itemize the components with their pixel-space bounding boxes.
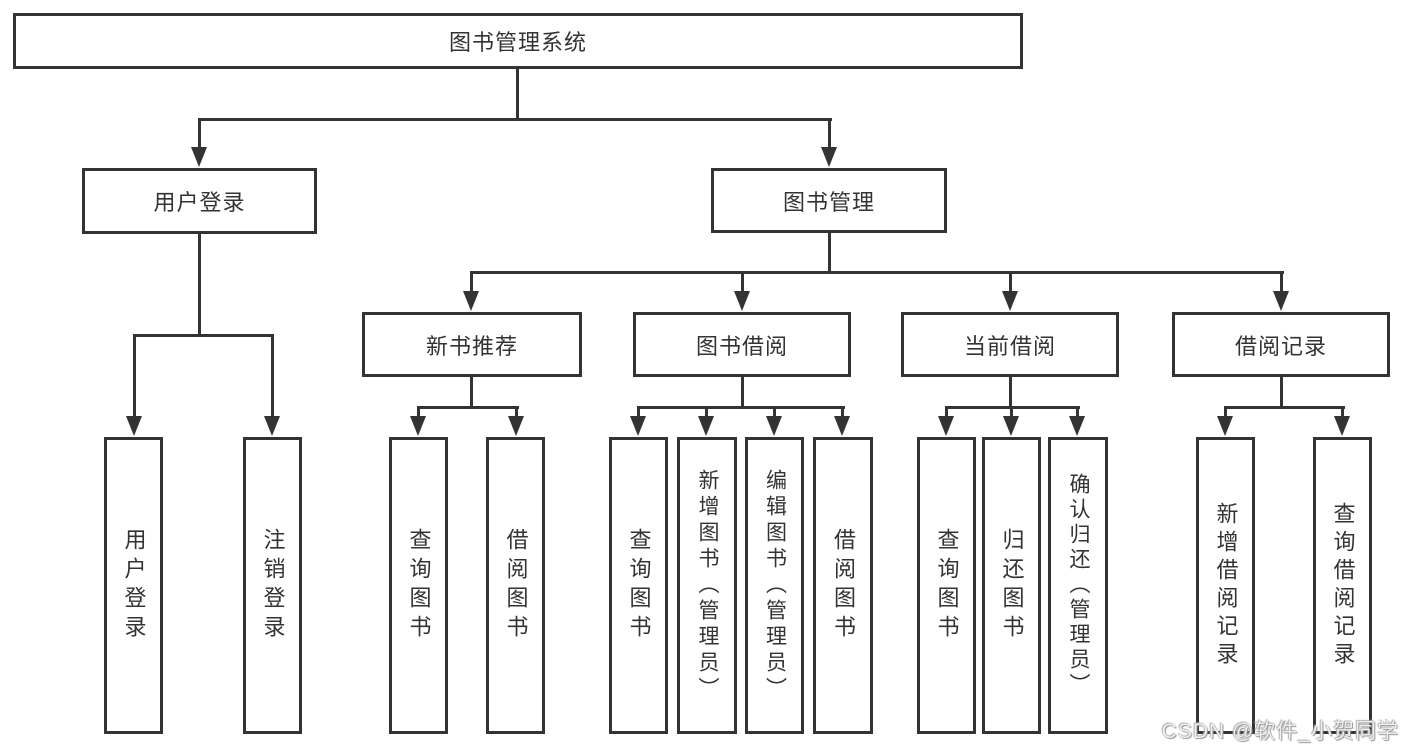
connector-arrowhead-icon — [734, 291, 750, 311]
connector-line — [133, 334, 136, 420]
leaf-user-login: 用户登录 — [104, 437, 163, 734]
connector-arrowhead-icon — [766, 416, 782, 436]
connector-line — [1076, 406, 1079, 420]
connector-line — [198, 118, 201, 151]
connector-arrowhead-icon — [508, 416, 524, 436]
connector-line — [271, 334, 274, 420]
leaf-recommend-borrow-book-label: 借阅图书 — [503, 527, 529, 644]
connector-line — [1224, 406, 1345, 409]
connector-arrowhead-icon — [938, 416, 954, 436]
connector-line — [1280, 271, 1283, 295]
leaf-return-book-label: 归还图书 — [999, 527, 1025, 644]
leaf-current-query-book: 查询图书 — [917, 437, 976, 734]
connector-arrowhead-icon — [834, 416, 850, 436]
connector-line — [470, 375, 473, 409]
connector-line — [1224, 406, 1227, 420]
leaf-edit-book-admin: 编辑图书（管理员） — [745, 437, 804, 734]
leaf-borrow-book: 借阅图书 — [813, 437, 873, 734]
connector-arrowhead-icon — [1217, 416, 1233, 436]
connector-line — [515, 406, 518, 420]
node-book-borrow: 图书借阅 — [633, 312, 851, 377]
leaf-user-login-label: 用户登录 — [121, 527, 147, 644]
node-book-management-label: 图书管理 — [782, 189, 875, 215]
connector-line — [470, 271, 473, 295]
leaf-confirm-return-admin-label: 确认归还（管理员） — [1067, 473, 1090, 698]
connector-line — [133, 334, 274, 337]
connector-line — [828, 231, 831, 274]
node-borrow-record: 借阅记录 — [1172, 312, 1390, 377]
leaf-borrow-query-book: 查询图书 — [609, 437, 668, 734]
node-current-borrow-label: 当前借阅 — [963, 333, 1056, 359]
connector-arrowhead-icon — [1002, 291, 1018, 311]
connector-line — [417, 406, 519, 409]
node-root-label: 图书管理系统 — [448, 30, 587, 55]
connector-line — [1009, 271, 1012, 295]
leaf-query-borrow-record: 查询借阅记录 — [1313, 437, 1372, 734]
leaf-add-borrow-record: 新增借阅记录 — [1196, 437, 1255, 734]
leaf-recommend-query-book: 查询图书 — [389, 437, 448, 734]
connector-line — [1009, 375, 1012, 409]
node-book-borrow-label: 图书借阅 — [695, 333, 788, 359]
leaf-query-borrow-record-label: 查询借阅记录 — [1330, 501, 1356, 670]
node-borrow-record-label: 借阅记录 — [1234, 333, 1327, 359]
connector-line — [841, 406, 844, 420]
connector-arrowhead-icon — [191, 147, 207, 167]
connector-line — [637, 406, 640, 420]
connector-line — [637, 406, 845, 409]
leaf-logout-label: 注销登录 — [260, 527, 286, 644]
leaf-recommend-borrow-book: 借阅图书 — [486, 437, 545, 734]
node-book-management: 图书管理 — [711, 168, 947, 233]
connector-line — [741, 375, 744, 409]
node-new-book-recommend: 新书推荐 — [362, 312, 582, 377]
node-user-login: 用户登录 — [82, 168, 317, 234]
connector-arrowhead-icon — [126, 416, 142, 436]
connector-arrowhead-icon — [1069, 416, 1085, 436]
leaf-add-book-admin-label: 新增图书（管理员） — [696, 468, 719, 703]
connector-arrowhead-icon — [1273, 291, 1289, 311]
leaf-add-book-admin: 新增图书（管理员） — [677, 437, 737, 734]
connector-arrowhead-icon — [630, 416, 646, 436]
connector-arrowhead-icon — [698, 416, 714, 436]
connector-line — [198, 118, 832, 121]
connector-arrowhead-icon — [410, 416, 426, 436]
leaf-logout: 注销登录 — [243, 437, 302, 734]
leaf-borrow-book-label: 借阅图书 — [831, 527, 856, 644]
connector-line — [516, 66, 519, 121]
connector-arrowhead-icon — [1003, 416, 1019, 436]
connector-line — [741, 271, 744, 295]
leaf-recommend-query-book-label: 查询图书 — [406, 527, 432, 644]
node-user-login-label: 用户登录 — [153, 190, 246, 215]
leaf-confirm-return-admin: 确认归还（管理员） — [1048, 437, 1108, 734]
connector-arrowhead-icon — [821, 147, 837, 167]
leaf-return-book: 归还图书 — [982, 437, 1041, 734]
connector-line — [1280, 375, 1283, 409]
connector-arrowhead-icon — [264, 416, 280, 436]
connector-line — [945, 406, 948, 420]
leaf-borrow-query-book-label: 查询图书 — [626, 527, 652, 644]
connector-line — [417, 406, 420, 420]
node-current-borrow: 当前借阅 — [901, 312, 1119, 377]
leaf-add-borrow-record-label: 新增借阅记录 — [1213, 501, 1239, 670]
connector-line — [1341, 406, 1344, 420]
connector-arrowhead-icon — [463, 291, 479, 311]
connector-arrowhead-icon — [1334, 416, 1350, 436]
leaf-current-query-book-label: 查询图书 — [934, 527, 960, 644]
leaf-edit-book-admin-label: 编辑图书（管理员） — [763, 468, 787, 703]
node-root: 图书管理系统 — [13, 13, 1023, 69]
connector-line — [1010, 406, 1013, 420]
connector-line — [198, 231, 201, 337]
connector-line — [773, 406, 776, 420]
connector-line — [828, 118, 831, 151]
node-new-book-recommend-label: 新书推荐 — [425, 333, 518, 359]
connector-line — [705, 406, 708, 420]
connector-line — [470, 271, 1284, 274]
